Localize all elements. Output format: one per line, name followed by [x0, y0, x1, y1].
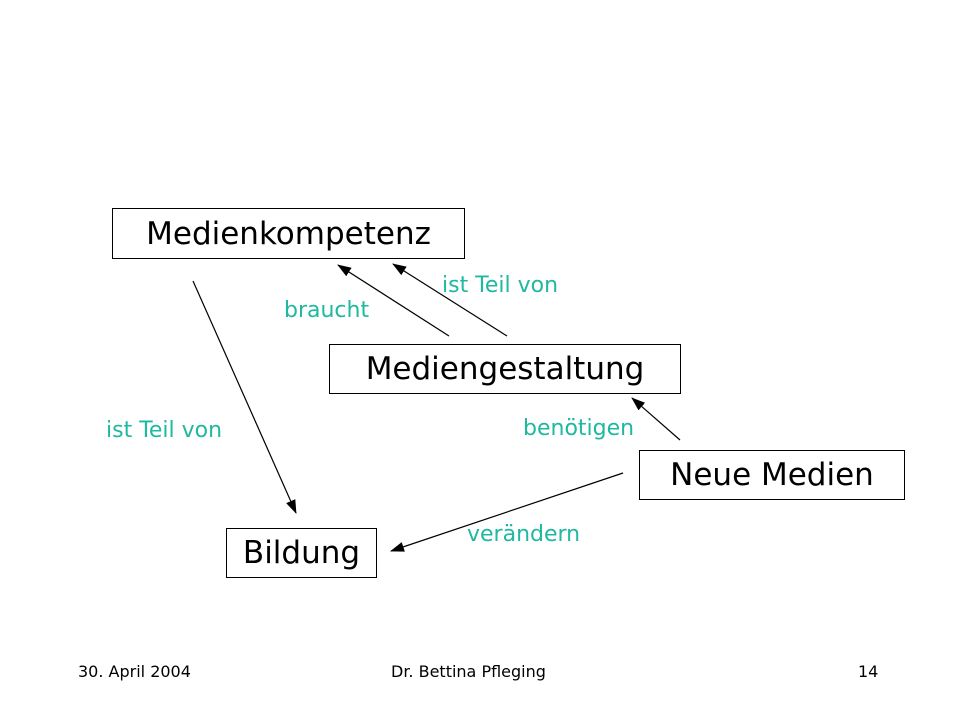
- footer-page-number: 14: [858, 662, 879, 681]
- node-medienkompetenz: Medienkompetenz: [112, 208, 465, 259]
- edge-label-ist-teil-von-top: ist Teil von: [442, 273, 559, 298]
- node-bildung: Bildung: [226, 528, 377, 578]
- node-mediengestaltung-label: Mediengestaltung: [365, 351, 645, 387]
- arrow-ist-teil-von-left: [192, 280, 297, 514]
- edge-label-ist-teil-von-left: ist Teil von: [106, 418, 223, 443]
- edge-label-braucht: braucht: [284, 298, 370, 323]
- arrow-braucht: [337, 264, 450, 337]
- arrow-ist-teil-von-top: [392, 263, 508, 337]
- footer-date: 30. April 2004: [78, 662, 191, 681]
- edge-label-veraendern: verändern: [467, 522, 581, 547]
- node-medienkompetenz-label: Medienkompetenz: [146, 215, 431, 252]
- node-neue-medien: Neue Medien: [639, 450, 905, 500]
- node-mediengestaltung: Mediengestaltung: [329, 344, 681, 394]
- arrow-veraendern: [390, 472, 624, 552]
- edge-label-benoetigen: benötigen: [523, 416, 635, 441]
- footer-author: Dr. Bettina Pfleging: [391, 662, 546, 681]
- arrow-benoetigen: [631, 397, 681, 441]
- node-bildung-label: Bildung: [242, 535, 361, 571]
- node-neue-medien-label: Neue Medien: [670, 457, 874, 493]
